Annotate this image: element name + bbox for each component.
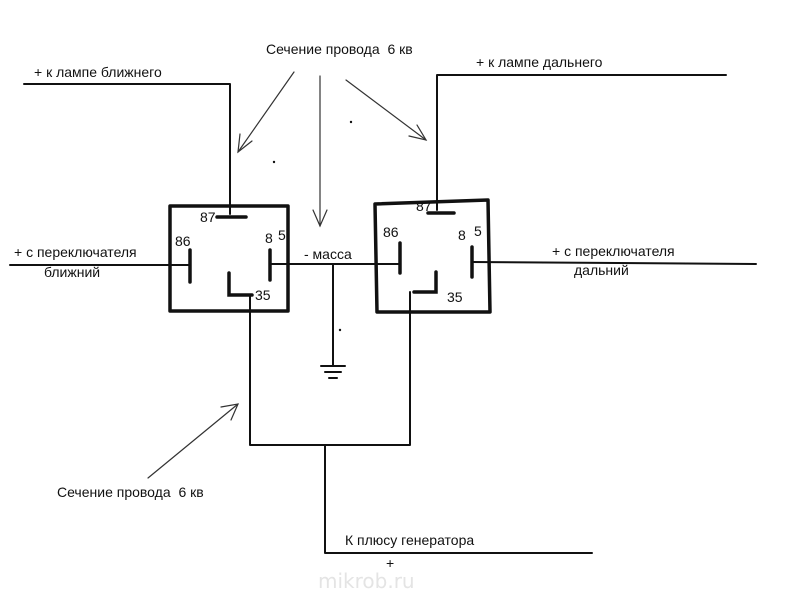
arrow-head-bottom	[220, 403, 239, 421]
stray-dot	[349, 120, 353, 124]
generator-wire	[324, 444, 593, 554]
stray-dot	[338, 328, 342, 332]
relay-right: 87 86 8 5 35	[373, 198, 492, 314]
arrow-head-right	[408, 124, 428, 141]
switch-low-label-line1: + с переключателя	[14, 244, 137, 260]
relay-left-pin-30: 35	[255, 287, 271, 303]
arrow-head-ground	[312, 209, 328, 228]
relay-right-body	[373, 198, 492, 314]
generator-label: К плюсу генератора	[345, 532, 474, 548]
switch-high-label-line1: + с переключателя	[552, 243, 675, 259]
arrow-to-bottom-wire	[147, 403, 239, 479]
relay-left-contact-30	[227, 271, 254, 297]
relay-right-pin-85b: 5	[474, 223, 482, 239]
relay-left: 87 86 8 5 35	[168, 204, 290, 313]
relay-left-pin-85b: 5	[278, 227, 286, 243]
relay-left-pin-85a: 8	[265, 230, 273, 246]
lamp-low-wire	[23, 83, 231, 215]
lamp-high-wire	[436, 74, 727, 211]
arrow-to-left-wire	[237, 71, 295, 153]
wire-section-label-bottom: Сечение провода 6 кв	[57, 484, 204, 500]
ground-label: - масса	[304, 246, 352, 262]
arrow-head-left	[237, 133, 253, 154]
watermark: mikrob.ru	[318, 569, 415, 593]
relay-right-pin-86: 86	[383, 224, 399, 240]
relay-left-pin-86: 86	[175, 233, 191, 249]
ground-symbol	[320, 365, 346, 379]
switch-high-wire	[471, 261, 757, 265]
arrow-to-right-wire	[345, 79, 427, 141]
switch-low-label-line2: ближний	[44, 264, 100, 280]
relay-left-pin-87: 87	[200, 209, 216, 225]
relay-left-pin30-wire	[249, 291, 411, 446]
relay-right-pin-85a: 8	[458, 227, 466, 243]
wire-section-label-top: Сечение провода 6 кв	[266, 41, 413, 57]
relay-right-pin-87: 87	[416, 198, 432, 214]
relay-right-pin-30: 35	[447, 289, 463, 305]
arrows-top	[237, 71, 428, 228]
stray-dot	[272, 160, 276, 164]
lamp-high-label: + к лампе дальнего	[476, 54, 603, 70]
switch-high-label-line2: дальний	[574, 262, 629, 278]
generator-plus-sign: +	[386, 555, 394, 571]
lamp-low-label: + к лампе ближнего	[34, 64, 162, 80]
relay-left-body	[168, 204, 290, 313]
relay-right-contact-30	[412, 270, 438, 294]
